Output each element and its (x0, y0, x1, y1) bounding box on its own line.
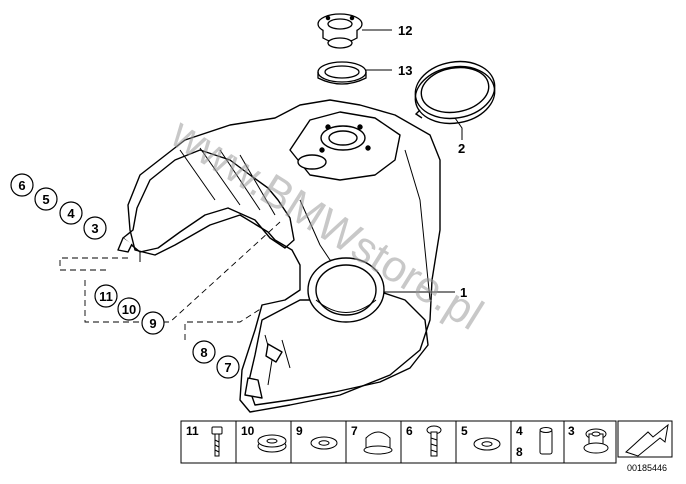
screw-icon (426, 425, 442, 457)
leader-lines (362, 29, 463, 293)
bolt-icon (211, 426, 223, 457)
strip-label-7: 7 (351, 424, 358, 438)
circled-numbers-top: 6 5 4 3 (10, 173, 107, 240)
circle-label-10: 10 (122, 302, 136, 317)
filler-gasket-part (317, 61, 367, 85)
circle-label-11: 11 (99, 289, 113, 304)
filler-cap-part (317, 13, 363, 49)
washer-icon (310, 436, 338, 450)
strip-label-6: 6 (406, 424, 413, 438)
circle-label-6: 6 (18, 178, 25, 193)
strip-label-8: 8 (516, 445, 523, 459)
strip-label-10: 10 (241, 424, 255, 438)
sleeve-icon (539, 427, 553, 455)
circle-label-3: 3 (91, 221, 98, 236)
callout-2: 2 (458, 141, 465, 156)
strip-label-3: 3 (568, 424, 575, 438)
grommet-icon (257, 434, 287, 453)
strip-label-4: 4 (516, 424, 523, 438)
dashed-leader-lines (59, 221, 281, 340)
strip-label-11: 11 (186, 424, 199, 438)
washer-icon (473, 437, 501, 451)
circle-label-9: 9 (149, 316, 156, 331)
circled-numbers-mid: 11 10 9 (94, 284, 165, 335)
rubber-mount-icon (583, 428, 609, 454)
callout-13: 13 (398, 63, 412, 78)
parts-strip: 11 10 9 7 6 5 4 8 3 (180, 420, 673, 464)
strip-label-9: 9 (296, 424, 303, 438)
callout-12: 12 (398, 23, 412, 38)
circle-label-5: 5 (42, 192, 49, 207)
large-ring-part (414, 60, 496, 125)
circle-label-8: 8 (200, 345, 207, 360)
callout-1: 1 (460, 285, 467, 300)
fuel-tank (117, 99, 441, 413)
circle-label-4: 4 (67, 206, 75, 221)
circle-label-7: 7 (224, 360, 231, 375)
circled-numbers-bottom: 8 7 (192, 340, 240, 379)
document-number: 00185446 (627, 463, 667, 473)
arrow-icon (625, 423, 669, 457)
cap-icon (363, 431, 393, 455)
strip-label-5: 5 (461, 424, 468, 438)
